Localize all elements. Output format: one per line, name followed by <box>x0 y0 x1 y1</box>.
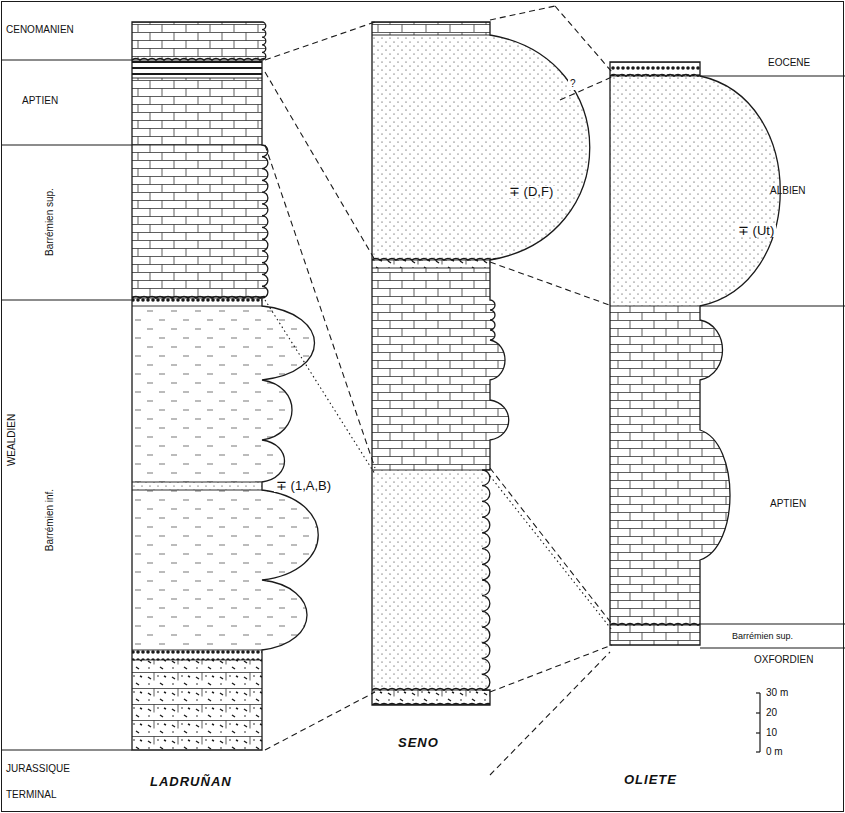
correlation-line <box>265 22 375 60</box>
unit-boundary <box>372 35 632 36</box>
correlation-line <box>265 692 375 750</box>
lithology-unit <box>610 306 845 625</box>
stage-name: JURASSIQUE TERMINAL <box>6 756 124 808</box>
stage-name: Barrémien sup. <box>732 630 793 642</box>
fossil-marker: ∓ (D,F) <box>507 186 555 198</box>
correlation-lines <box>265 6 612 775</box>
unconformity <box>610 624 845 626</box>
unconformity <box>372 689 636 691</box>
lithology-unit <box>132 22 392 60</box>
stage-name: Barrémien inf. <box>44 489 56 551</box>
unit-boundary <box>372 268 632 269</box>
unit-boundary <box>610 306 845 307</box>
scale-label: 30 m <box>766 687 788 699</box>
fossil-marker: ∓ (1,A,B) <box>274 480 333 492</box>
stage-name: OXFORDIEN <box>754 654 813 666</box>
scale-label: 20 <box>766 707 777 719</box>
column-outline <box>132 22 318 750</box>
lithology-column <box>610 62 845 645</box>
correlation-line <box>265 72 375 260</box>
stage-boundary <box>700 75 845 76</box>
scale-label: 10 <box>766 727 777 739</box>
stage-boundary <box>2 59 132 60</box>
stage-name: Barrémien sup. <box>44 188 56 256</box>
section-columns <box>132 22 845 750</box>
lithology-unit <box>132 490 392 650</box>
stage-boundary <box>700 623 845 624</box>
stage-name: CENOMANIEN <box>6 24 74 36</box>
stage-boundary <box>700 305 845 306</box>
lithology-column <box>372 22 636 705</box>
lithology-unit <box>610 76 845 306</box>
stage-boundary <box>700 647 845 648</box>
correlation-line <box>490 645 612 692</box>
scale-label: 0 m <box>766 746 783 758</box>
unconformity <box>372 259 636 261</box>
lithology-unit <box>372 35 632 260</box>
stage-name: APTIEN <box>22 95 58 107</box>
correlation-line <box>490 262 612 306</box>
correlation-line <box>555 6 612 72</box>
correlation-line <box>490 6 555 20</box>
query-mark: ? <box>568 78 578 90</box>
lithology-unit <box>372 690 632 705</box>
stage-boundary <box>2 144 132 145</box>
column-outline <box>372 22 590 705</box>
unit-boundary <box>610 625 845 626</box>
section-name: SENO <box>398 737 439 749</box>
correlation-line <box>490 476 612 630</box>
stage-boundary <box>2 749 132 750</box>
stage-name: EOCENE <box>768 57 810 69</box>
correlation-line <box>490 652 610 775</box>
correlation-line <box>265 300 375 474</box>
correlation-line <box>265 145 375 468</box>
section-name: OLIETE <box>624 774 677 786</box>
lithology-column <box>132 22 396 750</box>
correlation-line <box>490 468 612 624</box>
stage-lines <box>2 60 845 750</box>
correlation-line <box>560 77 612 100</box>
lithology-unit <box>132 306 392 482</box>
lithology-unit <box>372 22 632 35</box>
stage-name: WEALDIEN <box>6 414 18 466</box>
stage-boundary <box>2 299 132 300</box>
lithology-unit <box>372 268 632 470</box>
unconformity <box>610 75 845 77</box>
section-name: LADRUÑAN <box>150 776 232 788</box>
stage-name: APTIEN <box>770 498 806 510</box>
scale-bar <box>756 693 760 752</box>
stage-name: ALBIEN <box>770 185 806 197</box>
lithology-unit <box>372 470 632 690</box>
column-outline <box>610 62 780 645</box>
lithology-unit <box>610 625 845 645</box>
fossil-marker: ∓ (Ut) <box>736 225 776 237</box>
unit-boundary <box>372 470 632 471</box>
unit-boundary <box>610 76 845 77</box>
